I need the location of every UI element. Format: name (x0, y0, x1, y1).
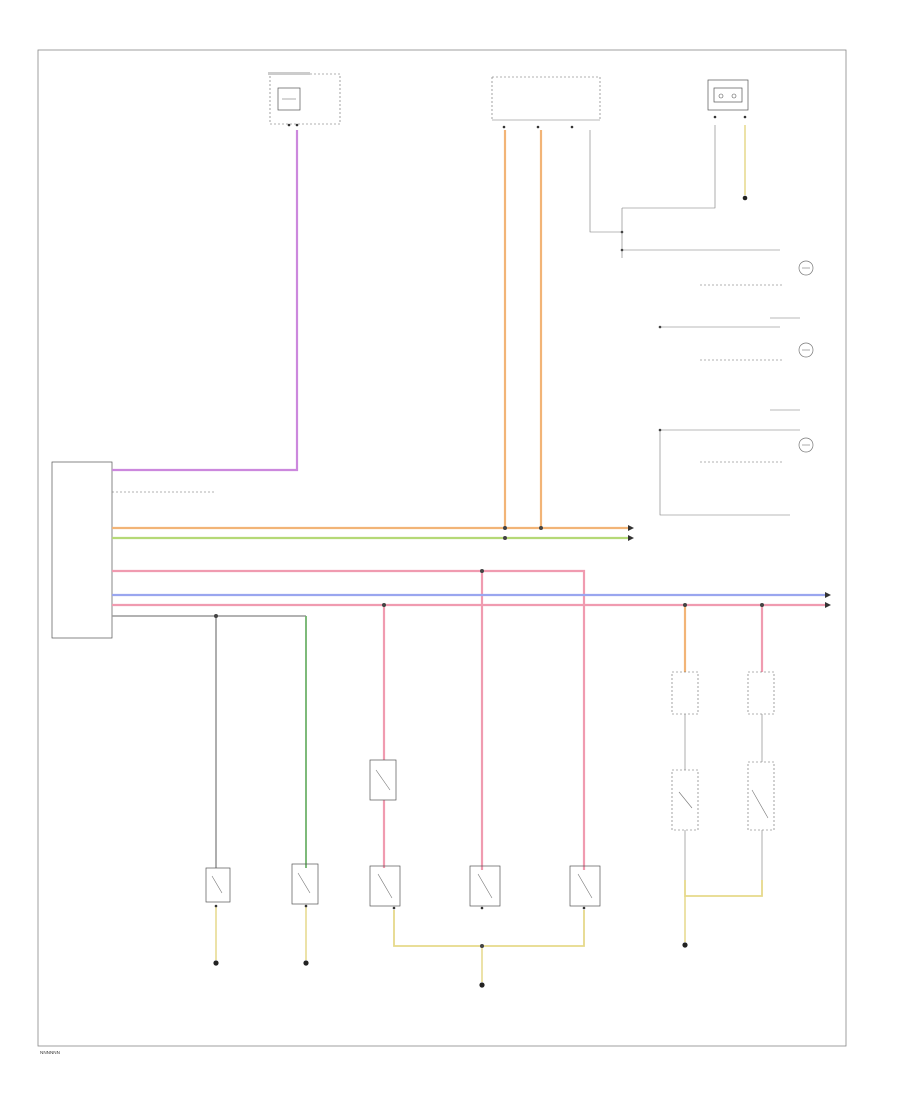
fuse-box-top (268, 72, 341, 127)
relay-right-2 (747, 671, 775, 880)
switch-2 (291, 863, 319, 908)
switch-5 (569, 865, 601, 910)
diagram-frame (37, 49, 847, 1047)
control-module-left (51, 461, 113, 639)
lamp-right-2 (798, 342, 814, 358)
wire-pink-top (112, 569, 586, 870)
wire-yellow-right-link (684, 880, 763, 897)
lamp-right-1 (798, 260, 814, 276)
right-top-grey-wiring (589, 125, 780, 258)
lamp-center (369, 759, 397, 801)
relay-right-1 (671, 671, 699, 880)
switch-3 (369, 865, 401, 910)
junction-dots (214, 526, 764, 948)
wire-violet (112, 130, 299, 472)
switch-1 (205, 867, 231, 908)
wire-yellow-bottom-link (393, 910, 585, 947)
footer-code: NNNNNN (40, 1050, 60, 1055)
switch-4 (469, 865, 501, 910)
switch-box-top-right (707, 79, 749, 119)
ground-points (213, 942, 688, 988)
lamp-right-3 (798, 437, 814, 453)
connector-box-top-center (491, 76, 601, 129)
